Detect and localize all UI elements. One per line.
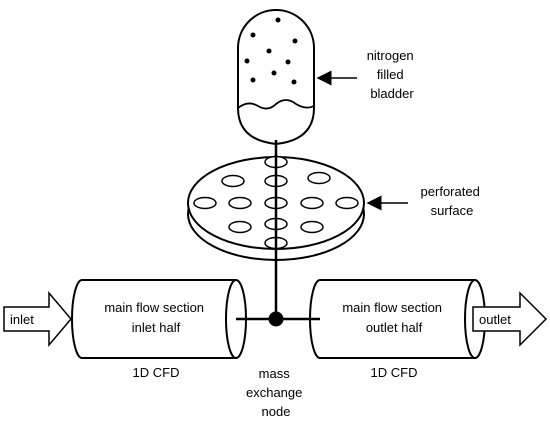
main-flow-inlet-label: main flow section inlet half [104, 300, 207, 335]
outlet-arrow-label: outlet [479, 312, 511, 327]
main-flow-outlet-cylinder [309, 279, 486, 359]
hole [300, 196, 324, 210]
main-flow-outlet-label: main flow section outlet half [342, 300, 445, 335]
cfd-left-label: 1D CFD [133, 365, 180, 380]
dot [291, 79, 297, 85]
main-flow-inlet-cylinder [71, 279, 247, 359]
mass-exchange-node-label: mass exchange node [246, 366, 306, 419]
outlet-arrow: outlet [472, 291, 548, 347]
mass-exchange-node [268, 311, 284, 327]
nitrogen-bladder [237, 9, 315, 146]
inlet-arrow: inlet [3, 290, 72, 348]
dot [292, 38, 298, 44]
perforation-holes [193, 155, 359, 250]
cfd-right-label: 1D CFD [371, 365, 418, 380]
hole [228, 196, 252, 210]
dot [250, 77, 256, 83]
hole [335, 196, 359, 210]
dot [244, 58, 250, 64]
hole [228, 220, 252, 234]
dot [285, 59, 291, 65]
inlet-arrow-label: inlet [10, 312, 34, 327]
nitrogen-dots [244, 17, 298, 85]
bladder-label: nitrogen filled bladder [367, 48, 418, 101]
hole [221, 174, 245, 188]
dot [250, 32, 256, 38]
dot [275, 17, 281, 23]
hole [307, 171, 331, 185]
hole [300, 220, 324, 234]
dot [266, 48, 272, 54]
hole [193, 196, 217, 210]
dot [271, 70, 277, 76]
perforated-label: perforated surface [421, 184, 484, 218]
